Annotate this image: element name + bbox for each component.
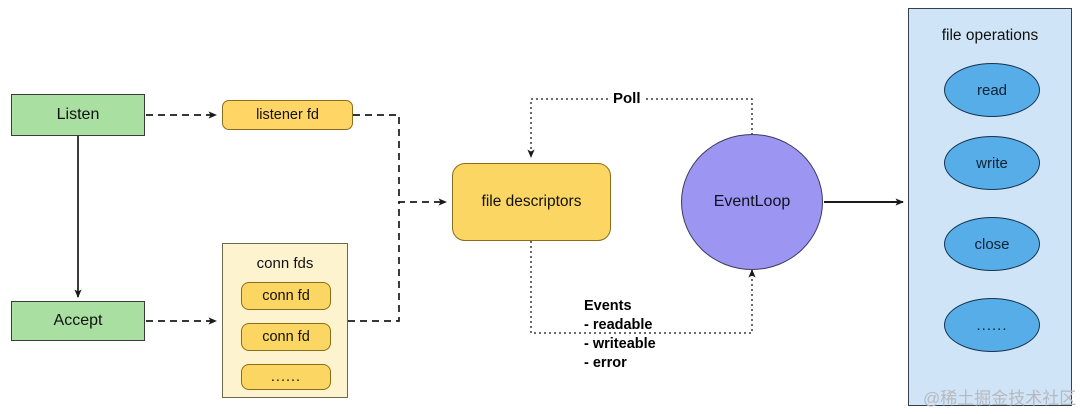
node-listener-fd[interactable]: listener fd	[222, 100, 353, 130]
events-title: Events	[584, 298, 632, 314]
file-operation-read-label: read	[976, 81, 1008, 99]
node-eventloop[interactable]: EventLoop	[681, 134, 823, 270]
file-operation-close-label: close	[974, 235, 1010, 253]
node-file-descriptors[interactable]: file descriptors	[452, 163, 611, 241]
events-item-error: - error	[584, 355, 627, 371]
node-accept-label: Accept	[53, 312, 103, 329]
events-item-writeable: - writeable	[584, 336, 656, 352]
watermark-text: @稀土掘金技术社区	[923, 389, 1077, 408]
node-listener-fd-label: listener fd	[256, 107, 319, 123]
node-eventloop-label: EventLoop	[713, 193, 791, 210]
node-listen[interactable]: Listen	[11, 94, 145, 136]
watermark: @稀土掘金技术社区	[923, 384, 1076, 409]
edge-label-events: Events - readable - writeable - error	[584, 297, 656, 373]
conn-fd-item-3[interactable]: ......	[241, 364, 331, 390]
node-listen-label: Listen	[56, 106, 100, 123]
file-operation-more-label: ......	[976, 316, 1008, 334]
events-item-readable: - readable	[584, 317, 653, 333]
conn-fd-item-2[interactable]: conn fd	[241, 323, 331, 351]
file-operation-write-label: write	[976, 154, 1008, 172]
node-accept[interactable]: Accept	[11, 301, 145, 341]
file-operation-write[interactable]: write	[944, 136, 1040, 190]
conn-fd-item-1-label: conn fd	[262, 288, 310, 304]
file-operations-title: file operations	[941, 27, 1039, 44]
file-operation-more[interactable]: ......	[944, 298, 1040, 352]
edge-listener-fd-to-file-descriptors	[353, 114, 447, 206]
edge-label-poll: Poll	[609, 90, 645, 107]
node-conn-fds-container[interactable]: conn fds conn fd conn fd ......	[222, 243, 348, 398]
conn-fds-title: conn fds	[256, 255, 314, 272]
file-operation-close[interactable]: close	[944, 217, 1040, 271]
conn-fd-item-2-label: conn fd	[262, 329, 310, 345]
file-operation-read[interactable]: read	[944, 63, 1040, 117]
node-file-descriptors-label: file descriptors	[481, 193, 582, 210]
conn-fd-item-3-label: ......	[270, 369, 302, 385]
conn-fd-item-1[interactable]: conn fd	[241, 282, 331, 310]
edge-conn-fds-to-file-descriptors	[348, 202, 400, 322]
edge-label-poll-text: Poll	[613, 90, 641, 107]
node-file-operations-panel[interactable]: file operations read write close ......	[908, 8, 1072, 406]
